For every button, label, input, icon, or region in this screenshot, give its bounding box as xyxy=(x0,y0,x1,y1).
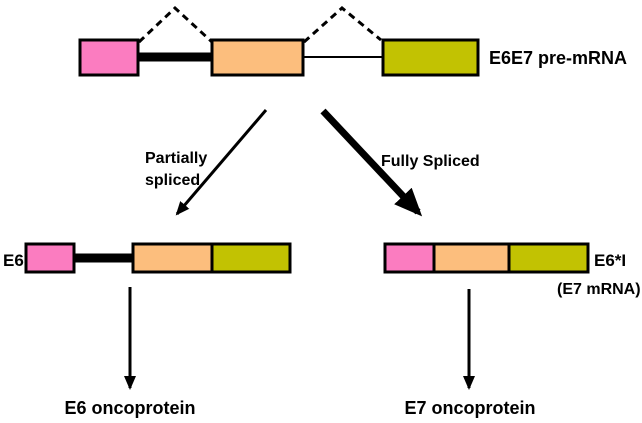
e6-oncoprotein-label: E6 oncoprotein xyxy=(64,398,195,418)
intron1-splice-dashes xyxy=(137,5,214,44)
pre-mrna-label: E6E7 pre-mRNA xyxy=(489,48,627,68)
e7-mrna-sublabel: (E7 mRNA) xyxy=(557,281,641,298)
intron2-splice-dashes xyxy=(302,6,382,44)
pre-mrna-exon2-orange xyxy=(210,38,305,77)
e7-oncoprotein-label: E7 oncoprotein xyxy=(404,398,535,418)
pre-mrna-exon1-pink xyxy=(78,38,140,77)
e7-mrna-exon1-pink xyxy=(383,242,436,274)
e6-mrna-exon1-pink xyxy=(24,242,76,274)
fully-spliced-arrow xyxy=(320,108,423,217)
e6-mrna-exon2-orange xyxy=(131,242,214,274)
fully-spliced-label: Fully Spliced xyxy=(381,153,480,170)
e7-mrna-exon2-orange xyxy=(432,242,511,274)
e6-mrna-exon3-olive xyxy=(210,242,292,274)
partially-spliced-label-line2: spliced xyxy=(145,172,200,189)
pre-mrna-exon3-olive xyxy=(381,38,480,77)
partially-spliced-label-line1: Partially xyxy=(145,150,207,167)
e7-mrna-label: E6*I xyxy=(594,251,626,270)
e7-mrna-exon3-olive xyxy=(507,242,590,274)
partially-spliced-arrow xyxy=(175,109,268,216)
e6-mrna-label: E6 xyxy=(3,251,24,270)
